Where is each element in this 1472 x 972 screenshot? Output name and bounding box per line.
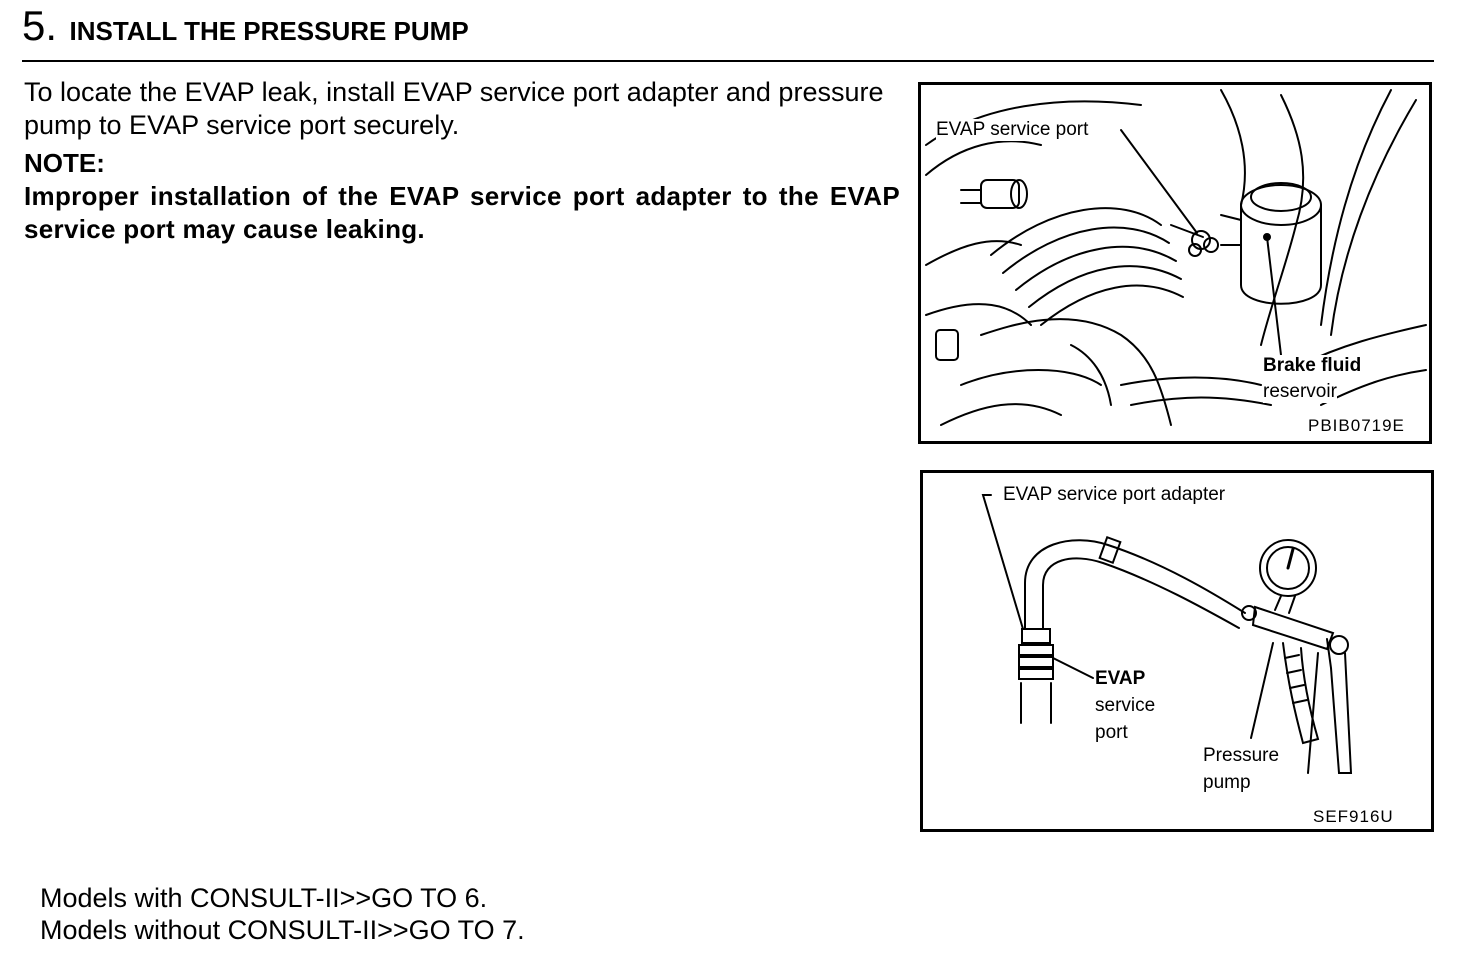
pressure-pump-figure: EVAP service port adapter EVAP service p… xyxy=(920,470,1434,832)
pressure-pump-label-line1: Pressure xyxy=(1203,745,1280,767)
brake-fluid-label-line1: Brake fluid xyxy=(1263,355,1362,377)
evap-port-adapter-label: EVAP service port adapter xyxy=(1003,484,1226,506)
step-title: INSTALL THE PRESSURE PUMP xyxy=(69,16,469,46)
note-heading: NOTE: xyxy=(24,148,105,178)
step-number: 5. xyxy=(22,2,58,49)
intro-paragraph: To locate the EVAP leak, install EVAP se… xyxy=(24,77,884,140)
step-header: 5. INSTALL THE PRESSURE PUMP xyxy=(22,2,469,50)
evap-port-label-line3: port xyxy=(1095,722,1128,744)
note-body: Improper installation of the EVAP servic… xyxy=(24,181,900,244)
goto-without-consult: Models without CONSULT-II>>GO TO 7. xyxy=(40,915,525,945)
goto-with-consult: Models with CONSULT-II>>GO TO 6. xyxy=(40,883,488,913)
evap-port-label-line1: EVAP xyxy=(1095,668,1146,690)
engine-bay-drawing xyxy=(925,89,1427,426)
pressure-pump-drawing xyxy=(981,494,1353,774)
evap-port-label-line2: service xyxy=(1095,695,1156,717)
brake-fluid-label-line2: reservoir xyxy=(1263,381,1337,403)
evap-service-port-label: EVAP service port xyxy=(936,119,1089,141)
pressure-pump-label-line2: pump xyxy=(1203,772,1251,794)
engine-bay-figure: EVAP service port Brake fluid reservoir … xyxy=(918,82,1432,444)
figure2-code: SEF916U xyxy=(1313,807,1394,826)
header-divider xyxy=(22,60,1434,62)
figure1-code: PBIB0719E xyxy=(1308,416,1405,435)
